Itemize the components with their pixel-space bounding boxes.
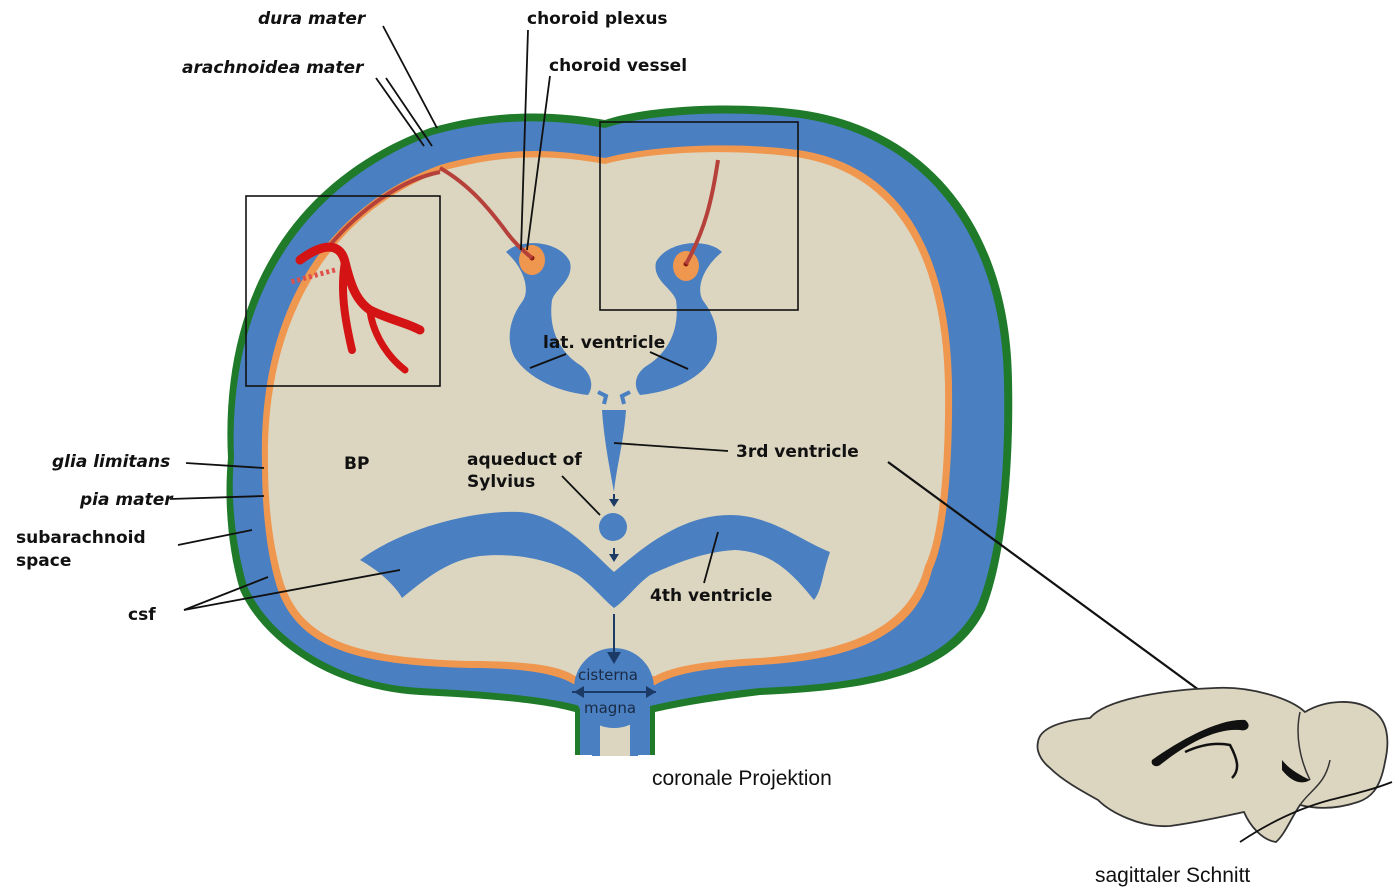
sagittal-brain-outline	[1038, 688, 1388, 842]
coronal-section: cisterna magna	[227, 105, 1013, 756]
label-choroid-vessel: choroid vessel	[549, 56, 687, 76]
caption-sagittal: sagittaler Schnitt	[1095, 864, 1250, 887]
label-third-ventricle: 3rd ventricle	[736, 442, 859, 462]
label-subarachnoid-line2: space	[16, 551, 71, 571]
label-glia-limitans: glia limitans	[52, 452, 170, 472]
caption-coronal: coronale Projektion	[652, 767, 832, 790]
label-subarachnoid-line1: subarachnoid	[16, 528, 146, 548]
label-dura-mater: dura mater	[258, 9, 367, 29]
label-cisterna: cisterna	[578, 666, 638, 684]
label-choroid-plexus: choroid plexus	[527, 9, 668, 29]
aqueduct-of-sylvius	[599, 513, 627, 541]
sagittal-brain-inset	[1038, 688, 1393, 842]
label-aqueduct-line2: Sylvius	[467, 472, 535, 492]
label-magna: magna	[584, 699, 636, 717]
label-arachnoidea-mater: arachnoidea mater	[182, 58, 365, 78]
label-bp: BP	[344, 454, 369, 474]
label-fourth-ventricle: 4th ventricle	[650, 586, 772, 606]
label-pia-mater: pia mater	[79, 490, 174, 510]
label-csf: csf	[128, 605, 156, 625]
label-aqueduct-line1: aqueduct of	[467, 450, 582, 470]
label-lat-ventricle: lat. ventricle	[543, 333, 665, 353]
